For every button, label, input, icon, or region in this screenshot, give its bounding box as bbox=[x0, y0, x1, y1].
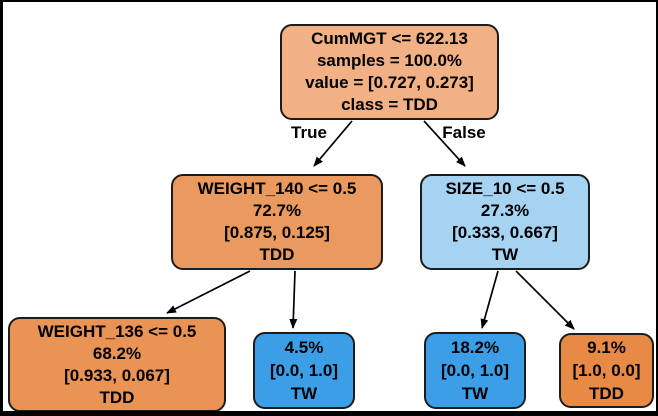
node-class: TW bbox=[290, 384, 318, 403]
node-class: class = TDD bbox=[341, 95, 438, 114]
edge-root-to-left bbox=[313, 120, 353, 167]
tree-node-weight-140: WEIGHT_140 <= 0.5 72.7% [0.875, 0.125] T… bbox=[171, 174, 383, 270]
edge-left-to-leaf1 bbox=[166, 270, 251, 314]
node-value: [0.333, 0.667] bbox=[452, 223, 558, 242]
tree-node-size-10: SIZE_10 <= 0.5 27.3% [0.333, 0.667] TW bbox=[420, 174, 590, 270]
node-value: [0.933, 0.067] bbox=[64, 365, 170, 385]
node-split-condition: WEIGHT_140 <= 0.5 bbox=[197, 179, 357, 198]
node-samples: 27.3% bbox=[480, 201, 530, 220]
node-split-condition: WEIGHT_136 <= 0.5 bbox=[37, 321, 197, 341]
node-class: TDD bbox=[99, 387, 135, 407]
tree-node-weight-136: WEIGHT_136 <= 0.5 68.2% [0.933, 0.067] T… bbox=[8, 317, 226, 411]
node-samples: 18.2% bbox=[450, 338, 500, 357]
edge-root-to-right bbox=[423, 120, 466, 167]
node-samples: 4.5% bbox=[284, 338, 324, 357]
node-value: [0.875, 0.125] bbox=[224, 223, 330, 242]
node-split-condition: CumMGT <= 622.13 bbox=[311, 29, 468, 48]
edge-label-true: True bbox=[291, 123, 327, 142]
node-value: value = [0.727, 0.273] bbox=[305, 73, 474, 92]
edge-left-to-leaf2 bbox=[289, 270, 298, 329]
tree-leaf-tdd-9-1: 9.1% [1.0, 0.0] TDD bbox=[559, 333, 654, 408]
node-split-condition: SIZE_10 <= 0.5 bbox=[445, 179, 565, 198]
tree-node-root: CumMGT <= 622.13 samples = 100.0% value … bbox=[280, 24, 499, 120]
node-samples: 72.7% bbox=[252, 201, 302, 220]
tree-edges bbox=[166, 120, 575, 330]
node-class: TW bbox=[461, 384, 489, 403]
node-class: TDD bbox=[589, 384, 624, 403]
edge-right-to-leaf3 bbox=[480, 270, 499, 329]
node-samples: 9.1% bbox=[587, 338, 626, 357]
node-samples: 68.2% bbox=[92, 343, 142, 363]
node-class: TW bbox=[491, 245, 519, 264]
edge-label-false: False bbox=[442, 123, 486, 142]
tree-leaf-tw-18-2: 18.2% [0.0, 1.0] TW bbox=[424, 332, 526, 409]
node-samples: samples = 100.0% bbox=[316, 51, 463, 70]
node-value: [0.0, 1.0] bbox=[440, 361, 510, 380]
node-class: TDD bbox=[259, 245, 295, 264]
node-value: [0.0, 1.0] bbox=[269, 361, 339, 380]
edge-right-to-leaf4 bbox=[515, 270, 575, 330]
tree-leaf-tw-4-5: 4.5% [0.0, 1.0] TW bbox=[253, 332, 355, 409]
node-value: [1.0, 0.0] bbox=[572, 361, 641, 380]
